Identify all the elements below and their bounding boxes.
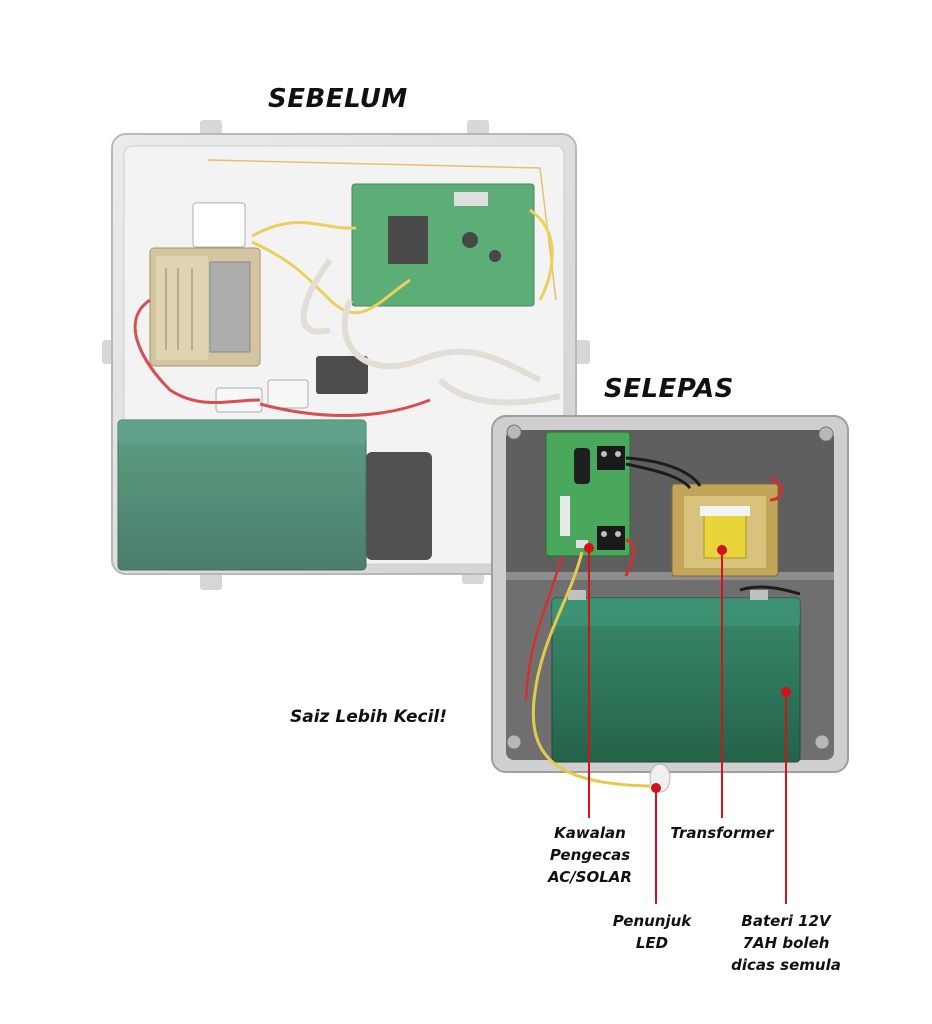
- charger-pcb: [545, 431, 631, 557]
- mounting-shelf: [506, 572, 834, 580]
- smaller-size-tagline: Saiz Lebih Kecil!: [290, 707, 447, 727]
- terminal-block: [267, 379, 309, 409]
- old-transformer: [149, 247, 261, 367]
- after-enclosure: [491, 415, 849, 793]
- old-connector: [316, 356, 368, 394]
- before-title: SEBELUM: [268, 84, 408, 114]
- battery-callout-label: Bateri 12V 7AH boleh dicas semula: [731, 912, 841, 974]
- callout-lines: [584, 543, 791, 904]
- old-relay: [192, 202, 246, 248]
- new-wiring: [524, 456, 801, 788]
- after-title: SELEPAS: [604, 374, 734, 404]
- battery-callout-dot: [781, 687, 791, 697]
- controller-callout-label: Kawalan Pengecas AC/SOLAR: [548, 824, 632, 886]
- old-pcb: [351, 183, 535, 307]
- mount-tab: [200, 572, 222, 590]
- old-wiring: [133, 159, 561, 417]
- old-cable-bundle: [366, 452, 432, 560]
- transformer-callout-label: Transformer: [670, 824, 774, 842]
- new-battery: [551, 590, 801, 763]
- before-enclosure: [102, 120, 590, 590]
- led-callout-label: Penunjuk LED: [612, 912, 692, 952]
- transformer-callout-dot: [717, 545, 727, 555]
- led-callout-dot: [651, 783, 661, 793]
- new-transformer: [671, 483, 779, 577]
- controller-callout-dot: [584, 543, 594, 553]
